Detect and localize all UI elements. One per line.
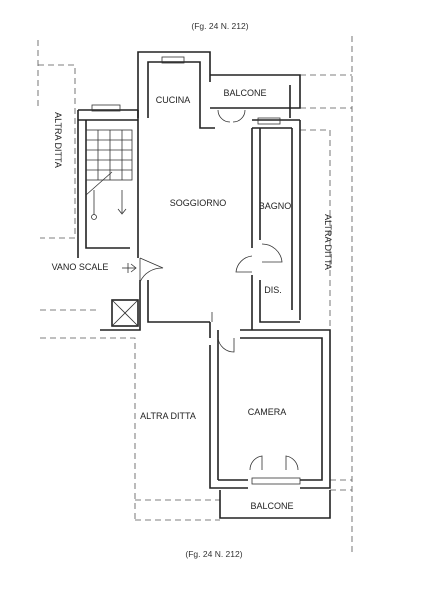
neighbor-label-left: ALTRA DITTA: [53, 112, 63, 168]
doors: [139, 109, 299, 471]
room-label-soggiorno: SOGGIORNO: [170, 198, 227, 208]
exterior-walls: [77, 51, 331, 519]
room-label-balcone-bottom: BALCONE: [250, 501, 293, 511]
windows: [91, 56, 301, 485]
room-label-bagno: BAGNO: [259, 201, 292, 211]
caption-top: (Fg. 24 N. 212): [191, 21, 248, 31]
caption-bottom: (Fg. 24 N. 212): [185, 549, 242, 559]
neighbor-label-bottom-left: ALTRA DITTA: [140, 411, 196, 421]
room-label-dis: DIS.: [264, 285, 282, 295]
room-label-cucina: CUCINA: [156, 95, 191, 105]
stairs: [85, 129, 133, 220]
room-label-balcone-top: BALCONE: [223, 88, 266, 98]
neighbor-boundaries: [37, 36, 353, 552]
room-label-vano-scale: VANO SCALE: [52, 262, 109, 272]
entrance-arrow-icon: [122, 263, 137, 273]
shaft-box: [111, 299, 139, 327]
neighbor-label-right: ALTRA DITTA: [323, 214, 333, 270]
room-label-camera: CAMERA: [248, 407, 287, 417]
